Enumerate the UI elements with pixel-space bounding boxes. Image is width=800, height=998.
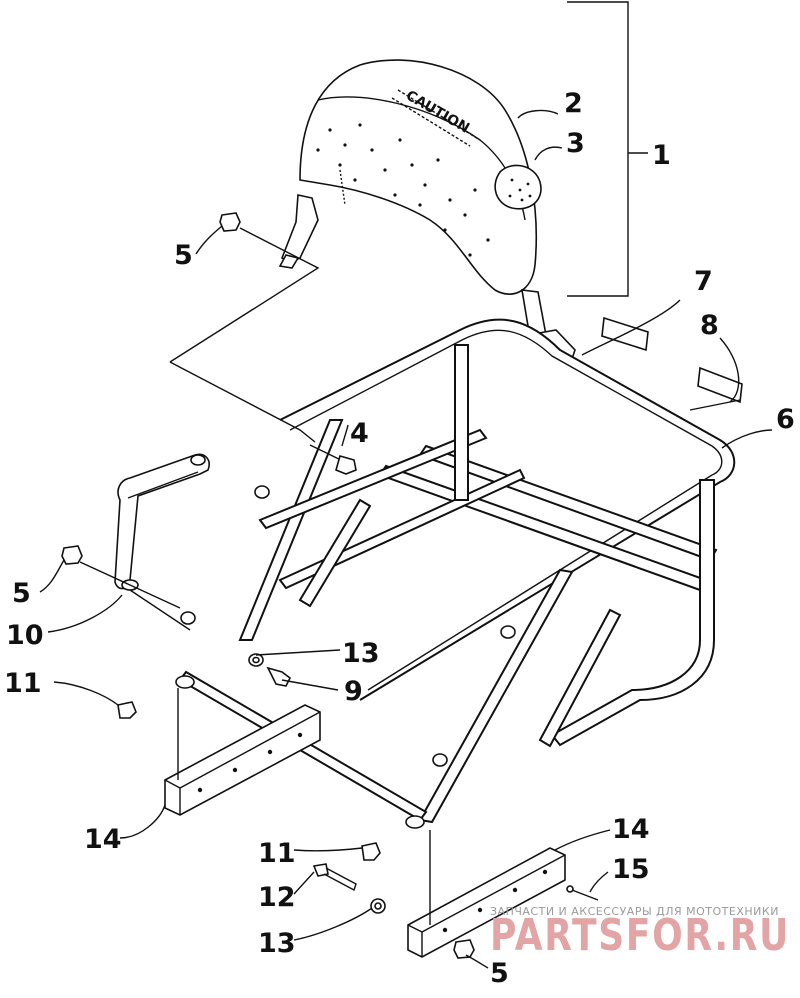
plug-left (117, 701, 137, 719)
callout-8: 8 (700, 310, 719, 341)
mount-plate-right (407, 847, 566, 958)
callout-13-left: 13 (342, 638, 380, 669)
callout-7: 7 (694, 266, 713, 297)
callout-6: 6 (776, 404, 795, 435)
bolt-4 (309, 444, 357, 475)
watermark-brand: PARTSFOR.RU (490, 910, 790, 961)
callout-3: 3 (566, 128, 585, 159)
bolt-9 (266, 666, 292, 687)
callout-5-top: 5 (174, 240, 193, 271)
callout-13-right: 13 (258, 928, 296, 959)
backrest-pad: CAUTION (299, 59, 538, 295)
cap-top (219, 212, 241, 232)
callout-4: 4 (350, 418, 369, 449)
callout-14-right: 14 (612, 814, 650, 845)
backrest-patch (494, 164, 542, 210)
plug-right (361, 842, 381, 861)
callout-1: 1 (652, 140, 671, 171)
leader-lines (39, 109, 773, 969)
callout-10: 10 (6, 620, 44, 651)
washer-left (248, 653, 264, 667)
watermark-tagline: ЗАПЧАСТИ И АКСЕССУАРЫ ДЛЯ МОТОТЕХНИКИ (490, 905, 779, 918)
decal-8 (697, 366, 743, 404)
callout-11-left: 11 (4, 668, 42, 699)
pad-texture (316, 123, 490, 257)
rack-frame (175, 318, 736, 829)
cap-bottom (453, 939, 475, 959)
watermark: ЗАПЧАСТИ И АКСЕССУАРЫ ДЛЯ МОТОТЕХНИКИ PA… (490, 905, 790, 961)
bolt-12 (312, 863, 357, 892)
mount-plate-left (164, 704, 321, 816)
callout-9: 9 (344, 676, 363, 707)
side-handle (114, 453, 210, 591)
callout-12: 12 (258, 882, 296, 913)
callout-2: 2 (564, 88, 583, 119)
frame-foot-cups (175, 485, 516, 829)
callout-11-right: 11 (258, 838, 296, 869)
pin-15 (566, 885, 599, 901)
cap-left (61, 545, 83, 565)
washer-right (370, 898, 386, 914)
backrest-left-post (278, 194, 319, 269)
callout-15: 15 (612, 854, 650, 885)
callout-numbers: 1 2 3 5 7 8 4 6 5 10 13 11 9 14 14 11 15… (4, 88, 795, 989)
callout-5-bottom: 5 (490, 958, 509, 989)
callout-5-left: 5 (12, 578, 31, 609)
callout-14-left: 14 (84, 824, 122, 855)
